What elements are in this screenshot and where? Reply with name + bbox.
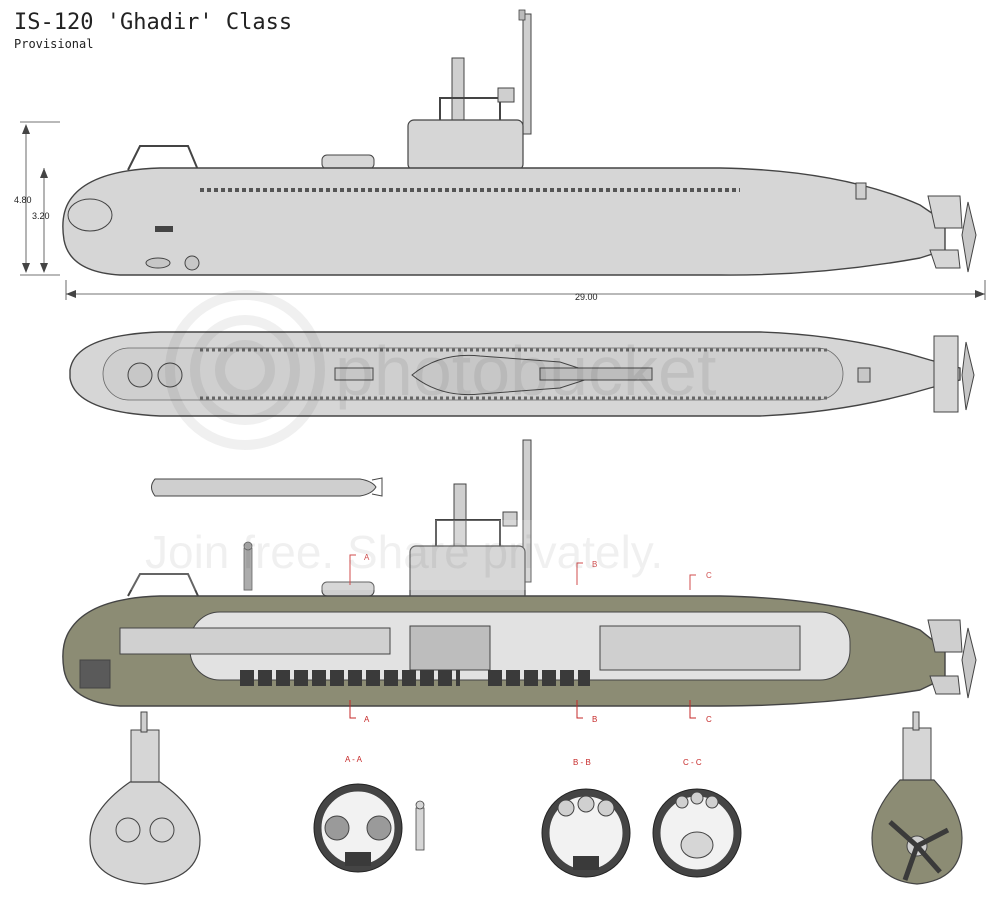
plan-hatch-fwd — [127, 362, 153, 388]
side-elevation — [62, 9, 977, 276]
stern-rudder-upper — [927, 195, 963, 229]
stern-mast-plan — [857, 367, 871, 383]
torpedo-door-marks — [155, 226, 173, 232]
bow-port — [184, 255, 200, 271]
conning-tower — [407, 119, 524, 171]
section-marker-b-bottom: B — [592, 715, 597, 724]
overall-height-label: 4.80 — [14, 195, 32, 205]
mast-antenna — [518, 9, 526, 21]
section-label-aa: A - A — [345, 755, 363, 764]
section-marker-b-top: B — [592, 560, 597, 569]
sail-railing — [439, 97, 501, 122]
bow-hatch — [145, 257, 171, 269]
dimension-lines — [20, 121, 986, 300]
stern-rudder-lower — [929, 249, 961, 269]
torpedo-profile — [151, 478, 377, 497]
section-view-bb — [541, 788, 631, 878]
plan-hatch-2 — [157, 362, 183, 388]
bow-end-view — [89, 711, 201, 885]
propeller-side — [961, 201, 977, 273]
sail-equipment-box — [497, 87, 515, 103]
snorkel-mast — [451, 57, 465, 123]
length-label: 29.00 — [575, 292, 598, 302]
section-marker-a-bottom: A — [364, 715, 370, 724]
drawing-title: IS-120 'Ghadir' Class — [14, 10, 293, 35]
section-marker-a-top: A — [364, 553, 370, 562]
periscope-mast — [522, 13, 532, 135]
bow-sonar-array — [79, 659, 111, 689]
section-marker-c-bottom: C — [706, 715, 712, 724]
deck-canister — [321, 154, 375, 170]
hull-height-label: 3.20 — [32, 211, 50, 221]
cutaway-mast — [522, 439, 532, 583]
bow-railing — [127, 145, 199, 171]
stern-planes-plan — [933, 335, 959, 413]
section-marker-c-top: C — [706, 571, 712, 580]
drawing-subtitle: Provisional — [14, 37, 94, 51]
bow-sonar-dome — [67, 198, 113, 232]
control-room — [409, 625, 491, 671]
deck-rack-plan — [539, 367, 653, 381]
deck-canister-plan — [334, 367, 374, 381]
cutaway-profile — [62, 439, 977, 719]
watermark-slogan: Join free. Share privately. — [145, 526, 663, 578]
machinery-space — [599, 625, 801, 671]
section-view-cc — [652, 788, 742, 878]
watermark-band — [0, 520, 1000, 590]
torpedo-tubes — [119, 627, 391, 655]
hull-side — [62, 167, 946, 276]
plan-view — [69, 331, 975, 417]
section-label-cc: C - C — [683, 758, 702, 767]
stern-mast — [855, 182, 867, 200]
section-view-aa — [313, 783, 425, 873]
photobucket-watermark — [165, 290, 325, 450]
propeller-plan — [961, 341, 975, 411]
watermark-brand: photobucket — [335, 332, 716, 410]
section-label-bb: B - B — [573, 758, 591, 767]
stern-end-view — [871, 711, 963, 885]
